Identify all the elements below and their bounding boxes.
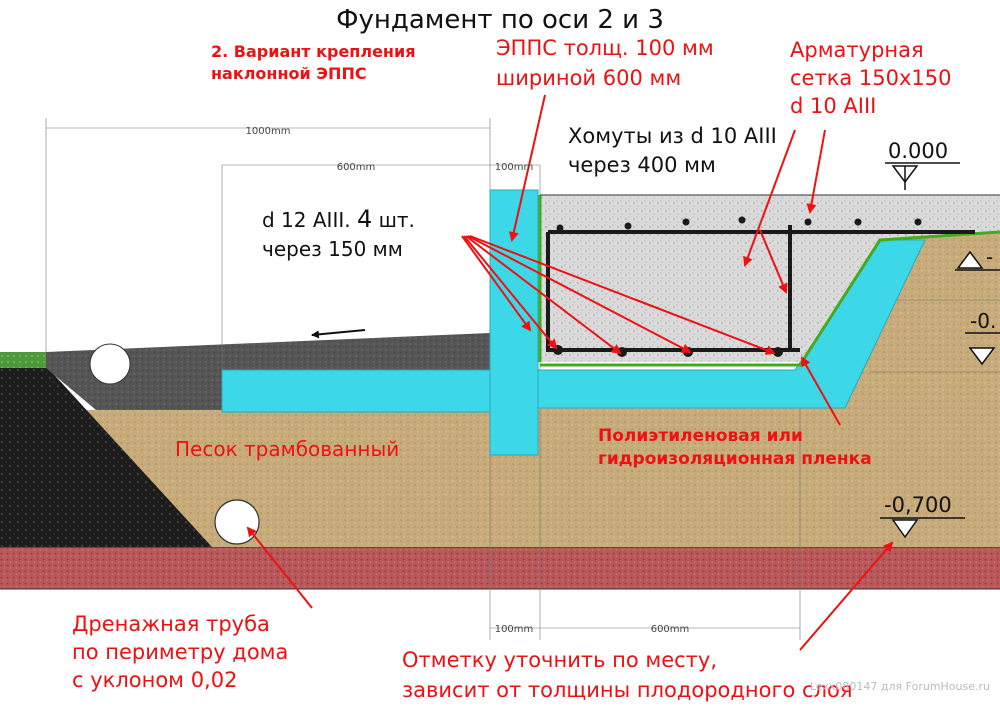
sand-label: Песок трамбованный bbox=[175, 437, 399, 461]
level-marker-right1 bbox=[955, 250, 1000, 271]
variant-line-2: наклонной ЭППС bbox=[211, 64, 367, 83]
rebar-label-line-1: d 12 AIII. 4 шт. bbox=[262, 205, 415, 233]
clamps-label-line-2: через 400 мм bbox=[568, 153, 716, 177]
level-note-line-1: Отметку уточнить по месту, bbox=[402, 648, 717, 672]
drain-pipe bbox=[214, 499, 260, 545]
concrete-slab bbox=[538, 194, 1000, 367]
mesh-label-line-2: сетка 150х150 bbox=[790, 66, 952, 90]
drain-label-line-1: Дренажная труба bbox=[72, 612, 270, 636]
level-bottom-label: -0,700 bbox=[884, 493, 952, 517]
drain-label-line-3: с уклоном 0,02 bbox=[72, 668, 237, 692]
soil-layer bbox=[0, 546, 1000, 590]
watermark: Lexx080147 для ForumHouse.ru bbox=[810, 680, 990, 693]
clamps-label-line-1: Хомуты из d 10 AIII bbox=[568, 124, 777, 148]
dim-1000: 1000mm bbox=[246, 126, 291, 137]
rebar-count: 4 bbox=[357, 205, 372, 233]
drain-label-line-2: по периметру дома bbox=[72, 640, 288, 664]
mesh-label-line-3: d 10 AIII bbox=[790, 94, 876, 118]
level-marker-right2 bbox=[965, 332, 1000, 366]
level-marker-top bbox=[885, 162, 960, 190]
gravel-layer bbox=[0, 368, 212, 547]
surface-drain bbox=[89, 343, 131, 385]
epps-label-line-2: шириной 600 мм bbox=[496, 66, 681, 90]
level-note-line-2: зависит от толщины плодородного слоя bbox=[402, 678, 853, 702]
guide-lines bbox=[45, 118, 1000, 640]
variant-line-1: 2. Вариант крепления bbox=[211, 42, 415, 61]
dim-600-bottom: 600mm bbox=[651, 624, 690, 635]
rebar-dots-top bbox=[556, 216, 922, 232]
membrane-line bbox=[540, 230, 1000, 367]
film-label-line-2: гидроизоляционная пленка bbox=[598, 449, 872, 469]
level-marker-bottom bbox=[880, 517, 965, 539]
level-right1-label: - bbox=[986, 245, 993, 269]
epps-label-line-1: ЭППС толщ. 100 мм bbox=[496, 36, 714, 60]
rebar-label-line-2: через 150 мм bbox=[262, 237, 403, 261]
film-label-line-1: Полиэтиленовая или bbox=[598, 426, 803, 446]
grass-strip bbox=[0, 352, 46, 368]
dim-100-top: 100mm bbox=[495, 162, 534, 173]
level-right2-label: -0. bbox=[970, 309, 996, 333]
diagram-title: Фундамент по оси 2 и 3 bbox=[336, 5, 664, 35]
annotation-arrows bbox=[246, 94, 894, 651]
slope-arrow bbox=[311, 329, 366, 339]
rebar-unit: шт. bbox=[379, 208, 415, 232]
rebar-spec: d 12 AIII. bbox=[262, 208, 351, 232]
mesh-label-line-1: Арматурная bbox=[790, 38, 924, 62]
dim-100-bottom: 100mm bbox=[495, 624, 534, 635]
dim-600-top: 600mm bbox=[337, 162, 376, 173]
level-top-label: 0.000 bbox=[888, 139, 948, 163]
